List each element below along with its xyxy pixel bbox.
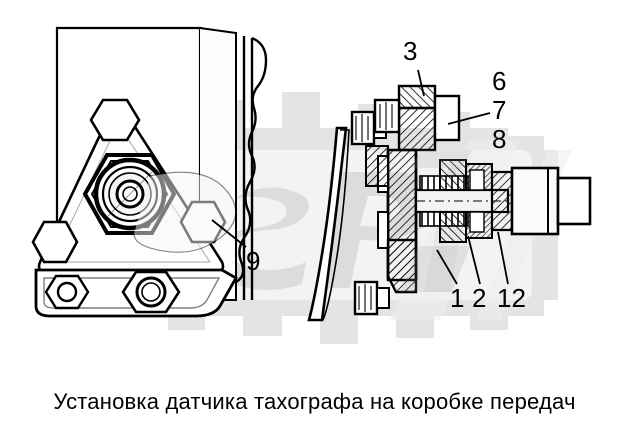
callout-3: 3 xyxy=(403,36,418,66)
callout-9: 9 xyxy=(246,246,261,276)
flange-boss-top xyxy=(89,98,141,142)
connector-body xyxy=(510,166,592,236)
callout-8: 8 xyxy=(492,124,507,154)
callout-6: 6 xyxy=(492,66,507,96)
ghost-shading xyxy=(400,150,472,292)
callout-1: 1 xyxy=(450,283,465,313)
figure-caption: Установка датчика тахографа на коробке п… xyxy=(0,372,629,432)
sensor-lower-foot xyxy=(386,238,418,294)
drawing-canvas xyxy=(31,26,592,344)
bracket-bolt-lower xyxy=(353,280,390,316)
figure-caption-text: Установка датчика тахографа на коробке п… xyxy=(53,389,576,414)
retaining-nut xyxy=(490,170,514,232)
sensor-collar xyxy=(133,171,237,253)
technical-drawing: 3 6 7 8 9 1 2 12 xyxy=(31,26,592,344)
flange-boss-left xyxy=(31,220,79,264)
support-bracket xyxy=(307,126,350,322)
base-plate xyxy=(34,268,238,318)
sensor-upper-wedge xyxy=(365,145,389,187)
callout-2: 2 xyxy=(472,283,487,313)
callout-7: 7 xyxy=(492,95,507,125)
callout-leaders xyxy=(211,69,509,285)
callout-12: 12 xyxy=(497,283,526,313)
top-bolt-group xyxy=(373,84,461,152)
